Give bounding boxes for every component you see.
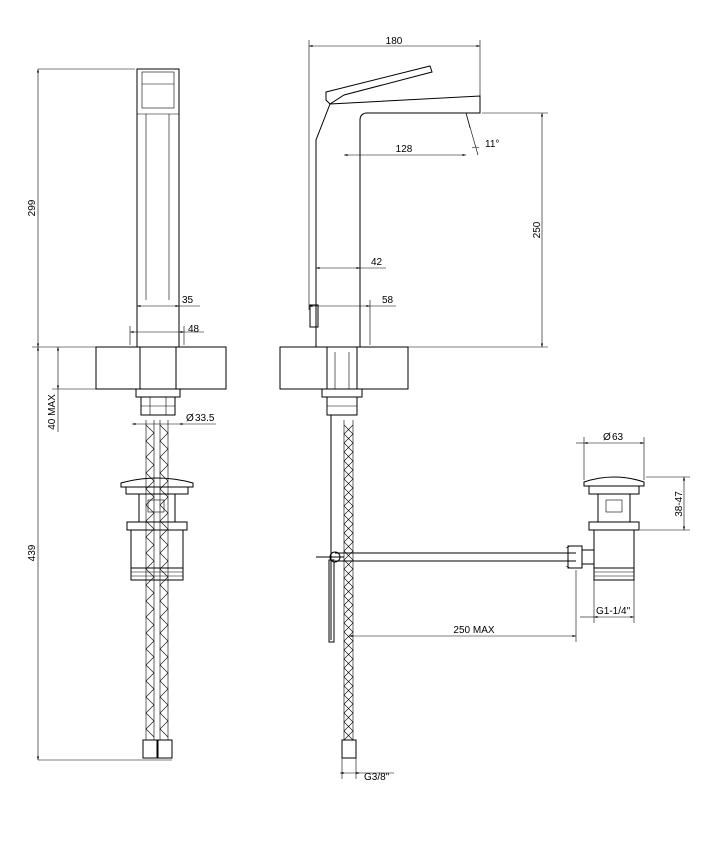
side-hose [341,420,357,759]
dim-g38-label: G3/8" [364,772,390,783]
dim-63-label: 63 [612,432,624,443]
dim-38-47-label: 38-47 [674,491,685,517]
front-deck [95,346,227,390]
side-deck [279,346,409,390]
dim-40max-label: 40 MAX [47,394,58,430]
dim-250-label: 250 [532,221,543,238]
front-view: 35 48 Ø 33.5 299 439 40 MAX [27,68,227,761]
dim-42-label: 42 [371,257,383,268]
dim-439-label: 439 [27,544,38,561]
dim-48-label: 48 [188,324,200,335]
front-hoses [142,420,173,759]
dim-180-label: 180 [386,36,403,47]
angle-11-label: 11° [485,139,499,150]
front-drain [120,477,194,581]
drain-body [593,529,635,569]
front-lever [141,71,175,109]
dim-128-label: 128 [396,144,413,155]
dim-250max-label: 250 MAX [453,625,494,636]
dim-33-5-label: 33.5 [195,413,215,424]
dim-35-label: 35 [182,295,194,306]
dim-299-label: 299 [27,199,38,216]
side-body [315,103,331,347]
front-body [136,68,180,348]
dim-58-label: 58 [382,295,394,306]
diameter-symbol-1: Ø [186,413,194,424]
side-view: 180 128 11° 250 42 58 G3/8" [279,36,576,783]
diameter-symbol-2: Ø [603,432,611,443]
drain-cap [583,476,645,487]
drain-view: Ø 63 38-47 G1-1/4" 250 MAX [349,432,690,642]
side-lever [325,65,433,105]
dim-g114-label: G1-1/4" [596,606,631,617]
